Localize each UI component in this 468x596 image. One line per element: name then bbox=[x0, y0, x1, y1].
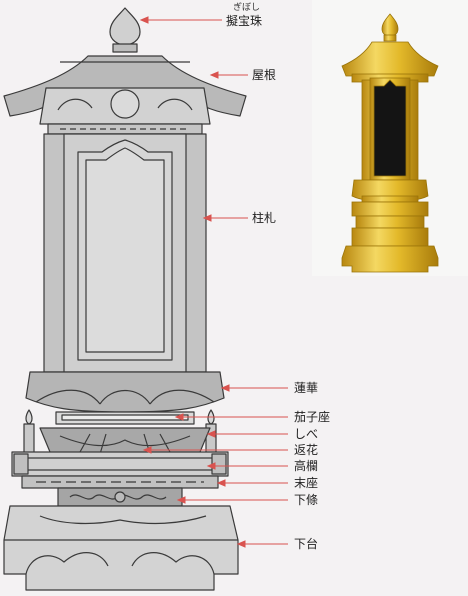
renge-shape bbox=[25, 371, 225, 413]
nasuko-za-shape bbox=[55, 411, 195, 425]
chusatsu-shape bbox=[43, 133, 207, 373]
matsuza-shape bbox=[21, 475, 219, 489]
gold-ihai-illustration bbox=[341, 13, 439, 273]
gibooshu-shape bbox=[109, 7, 141, 53]
label-yane: 屋根 bbox=[252, 68, 277, 82]
gold-ihai-photo bbox=[312, 0, 468, 276]
label-nasuko-za: 茄子座 bbox=[294, 410, 331, 424]
label-renge: 蓮華 bbox=[294, 381, 319, 395]
gejo-shape bbox=[57, 487, 183, 507]
roof-shape bbox=[3, 55, 247, 135]
label-gejo: 下條 bbox=[294, 493, 319, 507]
label-matsuza: 末座 bbox=[294, 476, 319, 490]
label-shibe: しべ bbox=[294, 427, 319, 441]
label-gibooshu-ruby: ぎぼし bbox=[233, 3, 261, 13]
label-chusatsu: 柱札 bbox=[252, 211, 277, 225]
takaran-shape bbox=[11, 451, 229, 477]
label-takaran: 高欄 bbox=[294, 459, 319, 473]
ihai-drawing bbox=[3, 7, 247, 591]
label-gedai: 下台 bbox=[294, 537, 319, 551]
gedai-shape bbox=[3, 505, 239, 591]
leader-lines bbox=[139, 16, 288, 548]
label-gibooshu: 擬宝珠 bbox=[226, 14, 263, 28]
label-kaeribana: 返花 bbox=[294, 443, 319, 457]
